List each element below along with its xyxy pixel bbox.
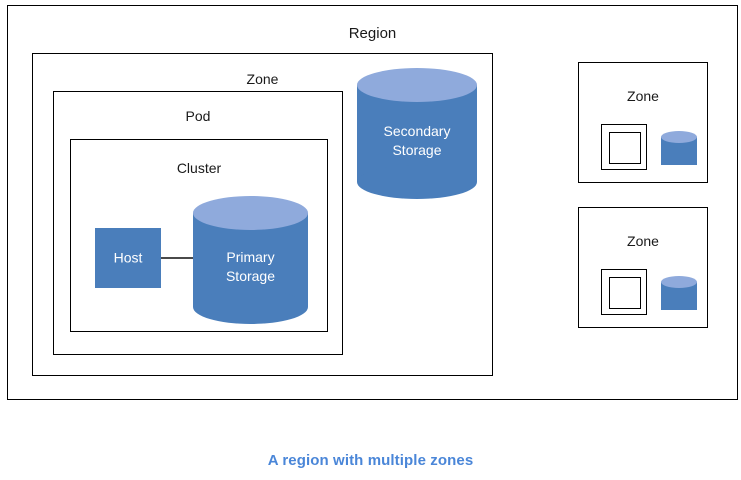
region-label: Region [348, 25, 397, 42]
primary-storage-top [193, 196, 308, 230]
secondary-storage-label: Secondary Storage [357, 122, 477, 160]
additional-zone-2-storage-cylinder [661, 276, 697, 316]
additional-zone-box-2: Zone [578, 207, 708, 328]
cluster-label: Cluster [176, 160, 222, 176]
zone-box: Zone [32, 53, 493, 376]
additional-zone-2-pod-box [601, 269, 647, 315]
primary-storage-label: Primary Storage [193, 248, 308, 286]
primary-storage-bottom [193, 290, 308, 324]
additional-zone-2-storage-top [661, 276, 697, 288]
cluster-box: Cluster [70, 139, 328, 332]
primary-storage-label-line2: Storage [225, 268, 276, 284]
host-label: Host [113, 249, 143, 266]
host-node: Host [95, 228, 161, 288]
additional-zone-label-1: Zone [627, 88, 659, 104]
secondary-storage-label-line2: Storage [392, 142, 442, 158]
additional-zone-2-storage-bottom [661, 298, 697, 310]
pod-box: Pod [53, 91, 343, 355]
additional-zone-1-pod-box [601, 124, 647, 170]
host-to-primary-storage-connector [161, 257, 198, 259]
additional-zone-2-cluster-box [609, 277, 641, 309]
secondary-storage-top [357, 68, 477, 102]
secondary-storage-label-line1: Secondary [383, 123, 451, 139]
primary-storage-label-line1: Primary [226, 249, 275, 265]
secondary-storage-bottom [357, 165, 477, 199]
additional-zone-1-storage-bottom [661, 153, 697, 165]
additional-zone-1-cluster-box [609, 132, 641, 164]
zone-label: Zone [246, 71, 279, 87]
additional-zone-label-2: Zone [627, 233, 659, 249]
primary-storage-cylinder: Primary Storage [193, 196, 308, 324]
additional-zone-1-storage-cylinder [661, 131, 697, 171]
additional-zone-box-1: Zone [578, 62, 708, 183]
secondary-storage-cylinder: Secondary Storage [357, 68, 477, 199]
region-box: Region [7, 5, 738, 400]
diagram-caption: A region with multiple zones [267, 452, 474, 469]
additional-zone-1-storage-top [661, 131, 697, 143]
pod-label: Pod [185, 108, 211, 124]
